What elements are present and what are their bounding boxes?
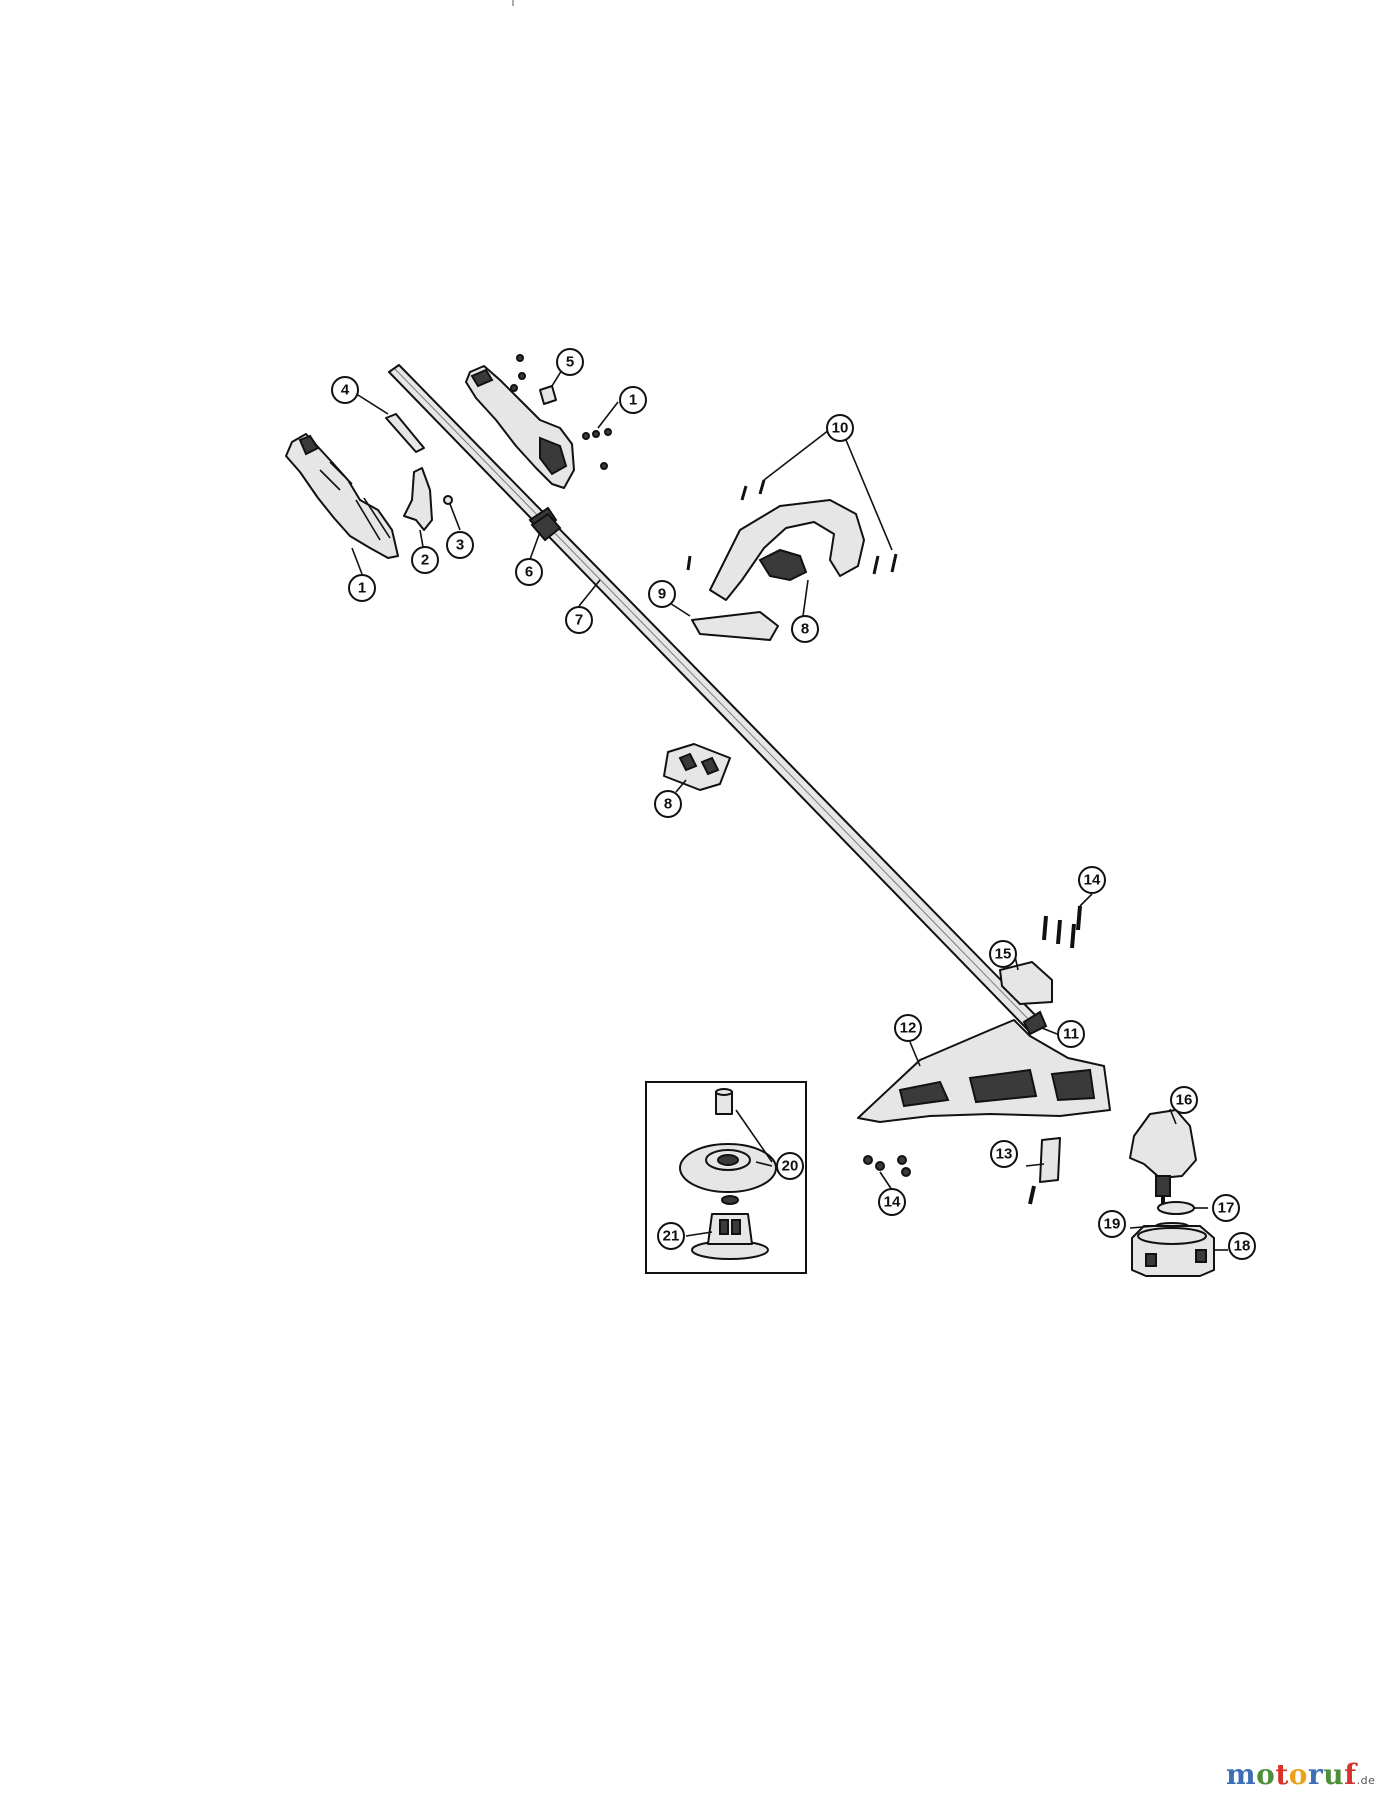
svg-text:8: 8 [801,621,809,638]
inset-box [645,1081,807,1274]
callout-2: 2 [411,546,439,574]
callout-14-upper: 14 [1078,866,1106,894]
svg-text:10: 10 [832,420,849,437]
svg-text:18: 18 [1234,1238,1251,1255]
svg-text:2: 2 [421,552,429,569]
svg-text:4: 4 [341,382,350,399]
bump-knob [679,1143,777,1193]
handle-housing-right [465,365,575,489]
svg-text:6: 6 [525,564,533,581]
watermark-letter: u [1323,1758,1345,1791]
callout-8-upper: 8 [791,615,819,643]
svg-text:20: 20 [782,1158,799,1175]
svg-text:14: 14 [1084,872,1101,889]
line-cutter-blade [1028,1137,1061,1205]
callout-9: 9 [648,580,676,608]
shaft-spacer-bracket [663,743,731,791]
callout-14-lower: 14 [878,1188,906,1216]
handle-screws [510,354,612,470]
callout-17: 17 [1212,1194,1240,1222]
callout-10: 10 [826,414,854,442]
watermark-tld: .de [1356,1774,1376,1787]
callout-3: 3 [446,531,474,559]
svg-text:14: 14 [884,1194,901,1211]
svg-text:7: 7 [575,612,583,629]
trigger-part [403,467,433,531]
callout-13: 13 [990,1140,1018,1168]
line-spool-head [1131,1225,1215,1277]
callout-1-upper: 1 [619,386,647,414]
callout-7: 7 [565,606,593,634]
callout-16: 16 [1170,1086,1198,1114]
svg-text:8: 8 [664,796,672,813]
svg-text:1: 1 [358,580,366,597]
callout-5: 5 [556,348,584,376]
drive-shaft-tube [388,364,1041,1031]
callout-20: 20 [776,1152,804,1180]
callout-15: 15 [989,940,1017,968]
lock-button-part [539,385,557,405]
handle-housing-left [285,433,399,559]
callout-12: 12 [894,1014,922,1042]
callout-21: 21 [657,1222,685,1250]
gear-head [1129,1109,1197,1212]
watermark-letter: t [1275,1758,1289,1791]
knob-retainer [691,1195,769,1260]
bracket-screws [1042,905,1082,949]
switch-bar-part [385,413,425,453]
callout-19: 19 [1098,1210,1126,1238]
spring-part [443,495,453,505]
assist-handle-clamp [691,611,779,641]
spool-adapter-nut [715,1088,733,1115]
motoruf-watermark: motoruf.de [1226,1758,1375,1791]
watermark-letter: o [1256,1758,1276,1791]
svg-text:19: 19 [1104,1216,1121,1233]
assist-handle [709,499,865,601]
grass-guard [857,1019,1111,1123]
callout-4: 4 [331,376,359,404]
watermark-letter: m [1226,1758,1257,1791]
guard-bracket [999,961,1053,1005]
watermark-letter: f [1344,1758,1357,1791]
svg-text:5: 5 [566,354,574,371]
watermark-letter: r [1307,1758,1324,1791]
svg-text:13: 13 [996,1146,1013,1163]
svg-text:17: 17 [1218,1200,1235,1217]
svg-text:11: 11 [1063,1026,1079,1043]
tube-end-cap [1022,1010,1048,1036]
guard-nuts [863,1155,911,1177]
callout-8-lower: 8 [654,790,682,818]
clamp-ring-part [530,512,562,542]
callout-18: 18 [1228,1232,1256,1260]
washer [1157,1201,1195,1215]
svg-text:16: 16 [1176,1092,1193,1109]
watermark-letter: o [1288,1758,1308,1791]
svg-text:15: 15 [995,946,1012,963]
assist-handle-screws [686,479,898,575]
svg-text:21: 21 [663,1228,680,1245]
svg-text:9: 9 [658,586,666,603]
callout-1-lower: 1 [348,574,376,602]
svg-text:12: 12 [900,1020,917,1037]
callout-11: 11 [1057,1020,1085,1048]
svg-text:3: 3 [456,537,464,554]
callout-6: 6 [515,558,543,586]
svg-text:1: 1 [629,392,637,409]
leader-lines [351,364,1228,1251]
